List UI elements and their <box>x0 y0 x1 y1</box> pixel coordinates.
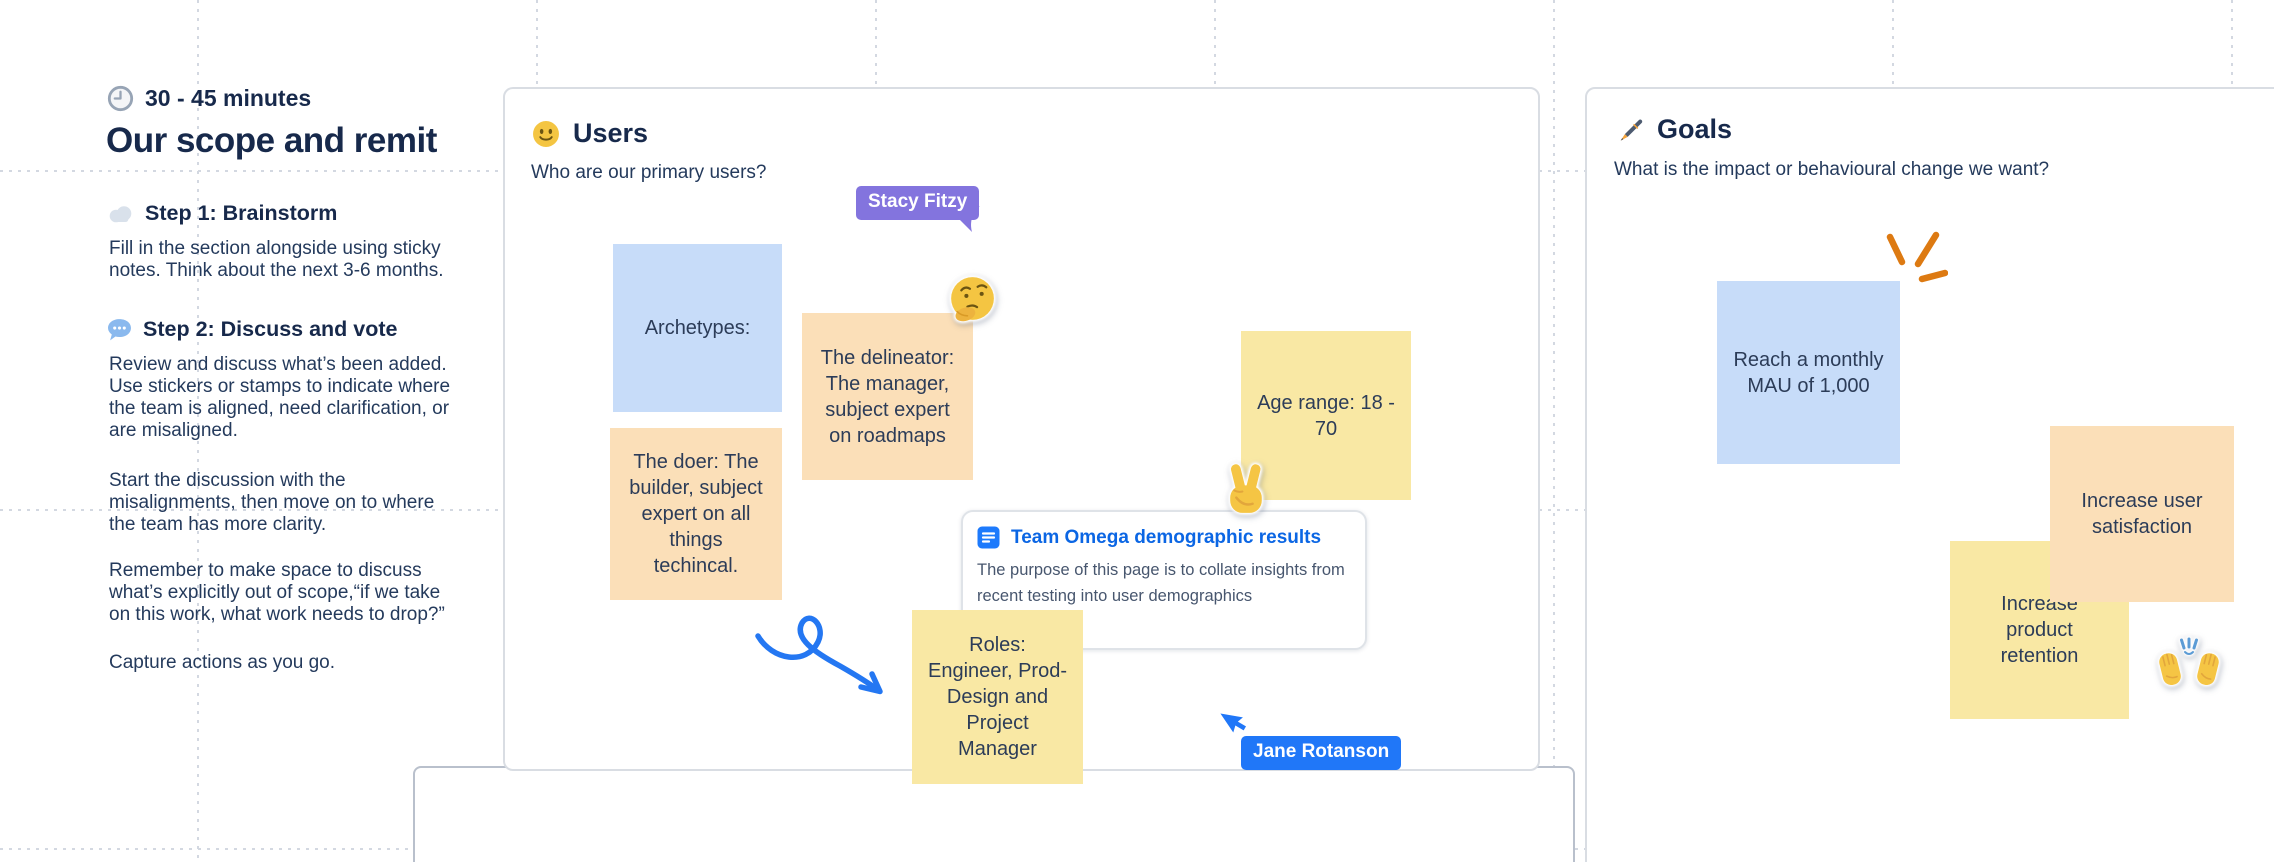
goals-section-subtitle: What is the impact or behavioural change… <box>1614 159 2050 180</box>
sticky-note-text: Increase product retention <box>2000 593 2079 667</box>
duration-row: 30 - 45 minutes <box>107 85 311 112</box>
step2-paragraph-2: Start the discussion with the misalignme… <box>109 470 435 535</box>
users-section-subtitle: Who are our primary users? <box>531 162 767 183</box>
step2-paragraph-3: Remember to make space to discuss what’s… <box>109 560 445 625</box>
sticky-note-archetypes[interactable]: Archetypes: <box>613 244 782 412</box>
speech-bubble-icon <box>107 318 132 342</box>
step2-paragraph-4: Capture actions as you go. <box>109 652 336 673</box>
step2-heading: Step 2: Discuss and vote <box>143 317 398 341</box>
cloud-icon <box>107 204 134 223</box>
users-section-title: Users <box>573 118 649 148</box>
curved-arrow-doodle[interactable] <box>752 598 904 711</box>
thinking-face-sticker[interactable] <box>944 272 1000 333</box>
step2-heading-row: Step 2: Discuss and vote <box>107 317 398 342</box>
collaborator-cursor-arrow <box>955 204 983 239</box>
link-card-title[interactable]: Team Omega demographic results <box>1011 526 1322 548</box>
collaborator-cursor-arrow <box>1219 706 1253 747</box>
sticky-note-satisfaction[interactable]: Increase user satisfaction <box>2050 426 2234 602</box>
link-card-description: The purpose of this page is to collate i… <box>977 561 1345 605</box>
emphasis-sparkle-doodle[interactable] <box>1878 231 1949 300</box>
step1-heading-row: Step 1: Brainstorm <box>107 201 337 226</box>
sticky-note-text: Increase user satisfaction <box>2081 490 2203 538</box>
document-icon <box>977 526 1000 549</box>
step2-paragraph-1: Review and discuss what’s been added. Us… <box>109 354 451 441</box>
goals-section-title: Goals <box>1657 114 1733 144</box>
sticky-note-roles[interactable]: Roles: Engineer, Prod-Design and Project… <box>912 610 1083 784</box>
step1-paragraph: Fill in the section alongside using stic… <box>109 238 444 281</box>
sticky-note-text: Age range: 18 - 70 <box>1257 391 1395 440</box>
victory-hand-sticker[interactable] <box>1221 463 1272 523</box>
step1-heading: Step 1: Brainstorm <box>145 201 338 225</box>
sticky-note-age-range[interactable]: Age range: 18 - 70 <box>1241 331 1411 500</box>
sticky-note-text: Archetypes: <box>644 317 751 339</box>
sticky-note-delineator[interactable]: The delineator: The manager, subject exp… <box>802 313 973 480</box>
smart-link-card[interactable]: Team Omega demographic results The purpo… <box>961 510 1367 650</box>
sticky-note-text: Reach a monthly MAU of 1,000 <box>1733 348 1884 397</box>
users-section-header: Users <box>532 118 648 149</box>
goals-section-header: Goals <box>1614 114 1732 145</box>
pen-icon <box>1614 115 1644 145</box>
sticky-note-mau[interactable]: Reach a monthly MAU of 1,000 <box>1717 281 1900 464</box>
smiley-face-icon <box>532 120 560 148</box>
sticky-note-text: The delineator: The manager, subject exp… <box>820 346 955 447</box>
grid-line <box>197 0 199 862</box>
page-title: Our scope and remit <box>106 121 437 160</box>
sticky-note-text: Roles: Engineer, Prod-Design and Project… <box>928 634 1067 760</box>
collaborator-cursor-label: Stacy Fitzy <box>856 186 980 220</box>
clock-icon <box>107 85 134 112</box>
sticky-note-text: The doer: The builder, subject expert on… <box>629 451 763 577</box>
sticky-note-retention[interactable]: Increase product retention <box>1950 541 2129 719</box>
collaborator-cursor-label: Jane Rotanson <box>1241 736 1402 770</box>
raising-hands-sticker[interactable] <box>2157 636 2221 701</box>
duration-label: 30 - 45 minutes <box>145 85 312 111</box>
grid-line <box>1553 0 1555 862</box>
sticky-note-doer[interactable]: The doer: The builder, subject expert on… <box>610 428 782 600</box>
